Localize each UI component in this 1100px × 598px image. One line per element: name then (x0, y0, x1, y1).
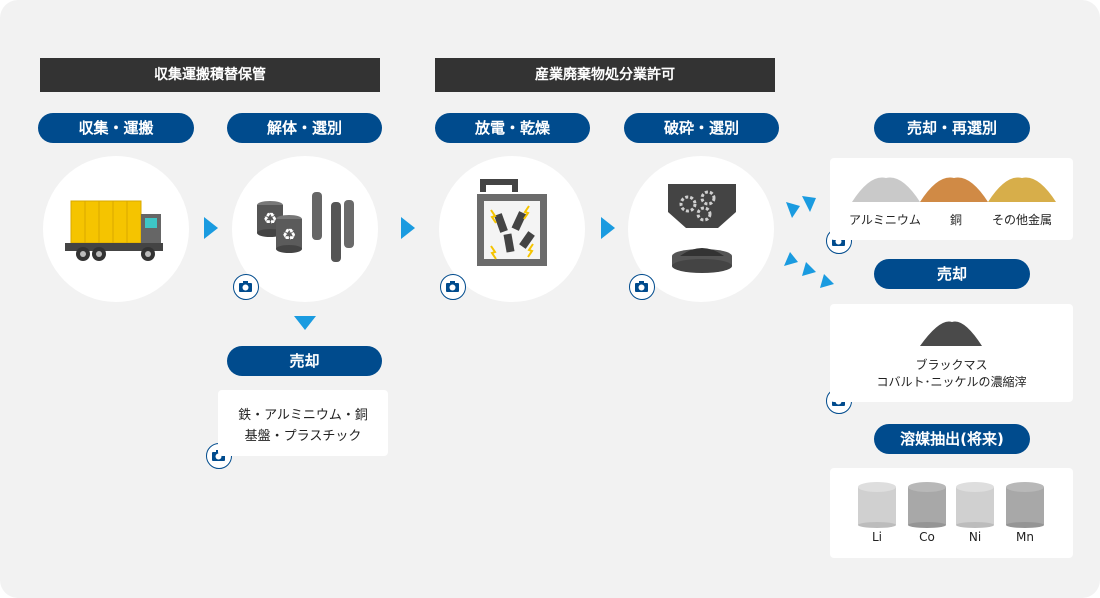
black-mass-line1: ブラックマス (915, 358, 988, 372)
crush-circle (628, 156, 774, 302)
discharge-box-icon (477, 179, 547, 266)
sale-materials-line1: 鉄・アルミニウム・銅 (238, 408, 368, 423)
metal-copper-label: 銅 (949, 213, 962, 227)
step-resell-resort: 売却・再選別 (874, 113, 1030, 143)
svg-text:♻: ♻ (282, 225, 296, 244)
step-sale-lower: 売却 (227, 346, 382, 376)
collect-circle (43, 156, 189, 302)
element-cylinders (858, 482, 1044, 528)
sale-materials-box: 鉄・アルミニウム・銅 基盤・プラスチック (218, 390, 388, 456)
black-mass-line2: コバルト･ニッケルの濃縮滓 (876, 375, 1027, 389)
arrow-dismantle-to-sale (294, 316, 316, 330)
discharge-circle (439, 156, 585, 302)
element-li-label: Li (871, 530, 883, 544)
battery-cells-icon: ♻ ♻ (257, 192, 354, 262)
metals-box: アルミニウム 銅 その他金属 (830, 158, 1073, 240)
sale-materials-line2: 基盤・プラスチック (244, 429, 362, 444)
element-co-label: Co (919, 530, 935, 544)
camera-icon[interactable] (629, 274, 655, 300)
elements-box: Li Co Ni Mn (830, 468, 1073, 558)
step-dismantle-sort: 解体・選別 (227, 113, 382, 143)
crusher-icon (668, 184, 736, 273)
step-discharge-dry: 放電・乾燥 (435, 113, 590, 143)
camera-icon[interactable] (233, 274, 259, 300)
arrow-dismantle-to-discharge (401, 217, 415, 239)
svg-text:♻: ♻ (263, 209, 277, 228)
black-mass-box: ブラックマス コバルト･ニッケルの濃縮滓 (830, 304, 1073, 402)
metal-other-label: その他金属 (991, 213, 1052, 227)
collect-transport-header: 収集運搬積替保管 (40, 58, 380, 92)
industrial-waste-header: 産業廃棄物処分業許可 (435, 58, 775, 92)
truck-icon (65, 200, 163, 261)
black-mass-pile (920, 321, 982, 346)
step-crush-sort: 破砕・選別 (624, 113, 779, 143)
element-mn-label: Mn (1016, 530, 1034, 544)
dismantle-circle: ♻ ♻ (232, 156, 378, 302)
camera-icon[interactable] (440, 274, 466, 300)
metal-aluminum-label: アルミニウム (849, 213, 921, 227)
metal-piles (852, 177, 1056, 202)
element-ni-label: Ni (968, 530, 982, 544)
step-solvent-extraction: 溶媒抽出(将来) (874, 424, 1030, 454)
split-arrows (784, 196, 834, 288)
arrow-discharge-to-crush (601, 217, 615, 239)
arrow-collect-to-dismantle (204, 217, 218, 239)
step-sale-right: 売却 (874, 259, 1030, 289)
step-collect-transport: 収集・運搬 (38, 113, 194, 143)
